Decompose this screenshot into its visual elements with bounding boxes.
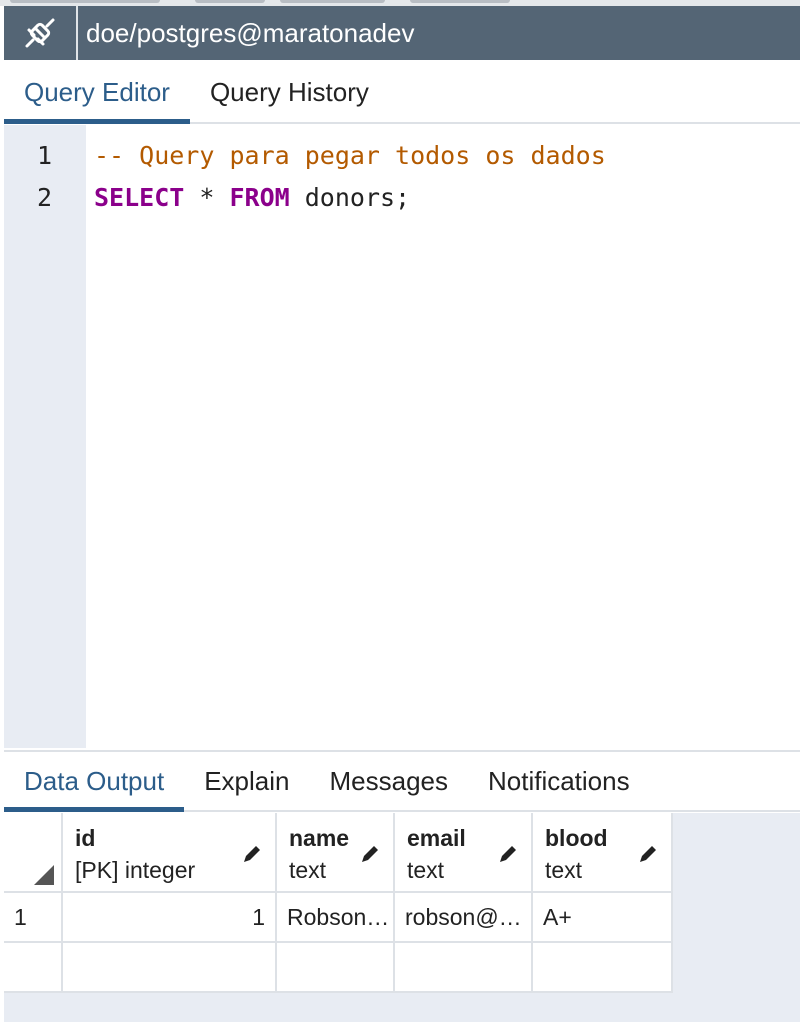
new-row-cell[interactable] — [277, 943, 395, 993]
line-number: 1 — [36, 140, 52, 170]
code-line: 2 SELECT * FROM donors; — [4, 176, 410, 218]
data-grid: id [PK] integer name text email text blood t… — [4, 813, 800, 1022]
cell-id[interactable]: 1 — [63, 893, 277, 943]
pencil-icon — [362, 846, 378, 862]
tab-data-output[interactable]: Data Output — [4, 752, 185, 812]
column-header-blood[interactable]: blood text — [533, 813, 673, 893]
editor-tabs: Query Editor Query History — [4, 62, 800, 124]
sql-keyword: SELECT — [94, 182, 185, 212]
column-header-email[interactable]: email text — [395, 813, 533, 893]
sql-editor[interactable]: 1 -- Query para pegar todos os dados 2 S… — [4, 125, 800, 748]
code-line: 1 -- Query para pegar todos os dados — [4, 134, 606, 176]
tab-query-history[interactable]: Query History — [209, 76, 369, 107]
sql-comment: -- Query para pegar todos os dados — [94, 140, 606, 170]
line-number: 2 — [36, 182, 52, 212]
sql-keyword: FROM — [229, 182, 290, 212]
tab-query-editor[interactable]: Query Editor — [4, 62, 190, 124]
column-name: id — [75, 825, 96, 851]
column-name: blood — [545, 825, 608, 851]
select-all-corner[interactable] — [4, 813, 63, 893]
tab-explain[interactable]: Explain — [204, 765, 290, 796]
sql-table: donors; — [289, 182, 411, 212]
cell-name[interactable]: Robson… — [277, 893, 395, 943]
output-tabs: Data Output Explain Messages Notificatio… — [4, 750, 800, 812]
column-type: text — [545, 857, 583, 883]
pencil-icon — [640, 846, 656, 862]
column-name: email — [407, 825, 466, 851]
pencil-icon — [244, 846, 260, 862]
new-row-cell[interactable] — [395, 943, 533, 993]
new-row-cell[interactable] — [63, 943, 277, 993]
column-name: name — [289, 825, 350, 851]
cell-email[interactable]: robson@… — [395, 893, 533, 943]
connection-title: doe/postgres@maratonadev — [86, 17, 415, 48]
tab-notifications[interactable]: Notifications — [487, 765, 630, 796]
column-header-name[interactable]: name text — [277, 813, 395, 893]
sql-star: * — [184, 182, 230, 212]
column-type: text — [407, 857, 445, 883]
cell-blood[interactable]: A+ — [533, 893, 673, 943]
connection-header: doe/postgres@maratonadev — [4, 6, 800, 60]
column-type: text — [289, 857, 327, 883]
new-row-number[interactable] — [4, 943, 63, 993]
new-row-cell[interactable] — [533, 943, 673, 993]
browser-tab-strip — [0, 0, 800, 6]
tab-messages[interactable]: Messages — [329, 765, 448, 796]
pencil-icon — [500, 846, 516, 862]
row-number[interactable]: 1 — [4, 893, 63, 943]
plug-disconnected-icon[interactable] — [4, 6, 78, 60]
column-type: [PK] integer — [75, 857, 196, 883]
line-gutter — [4, 125, 86, 748]
column-header-id[interactable]: id [PK] integer — [63, 813, 277, 893]
